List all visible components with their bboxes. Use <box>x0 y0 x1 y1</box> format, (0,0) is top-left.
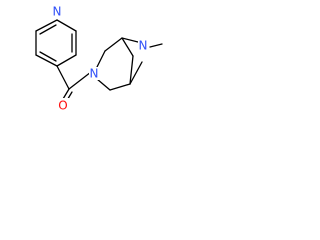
bond <box>56 65 70 90</box>
bond <box>56 19 77 32</box>
structure-drawing: N O N N <box>35 4 163 113</box>
bond <box>149 43 163 48</box>
ring-nitrogen-label: N <box>90 67 99 81</box>
bond <box>96 78 111 91</box>
bond <box>39 51 57 62</box>
pyridine-ring <box>35 19 77 67</box>
bond <box>96 50 106 68</box>
bond <box>68 71 92 90</box>
bond <box>121 37 139 43</box>
bond <box>35 54 58 67</box>
bond <box>129 55 134 85</box>
bond <box>121 37 134 57</box>
bond <box>104 37 123 52</box>
carbonyl-group <box>56 65 92 103</box>
bridge-nitrogen-label: N <box>139 39 148 53</box>
bond <box>62 88 70 100</box>
atom-labels: N O N N <box>52 4 149 113</box>
bond <box>109 83 131 91</box>
pyridine-nitrogen-label: N <box>53 5 62 19</box>
carbonyl-oxygen-label: O <box>58 99 67 113</box>
bond <box>39 24 57 35</box>
bond <box>56 54 77 67</box>
bicyclic-ring <box>96 37 163 91</box>
molecule-diagram: N O N N <box>0 0 193 126</box>
bond <box>129 61 143 85</box>
bond <box>35 19 58 32</box>
